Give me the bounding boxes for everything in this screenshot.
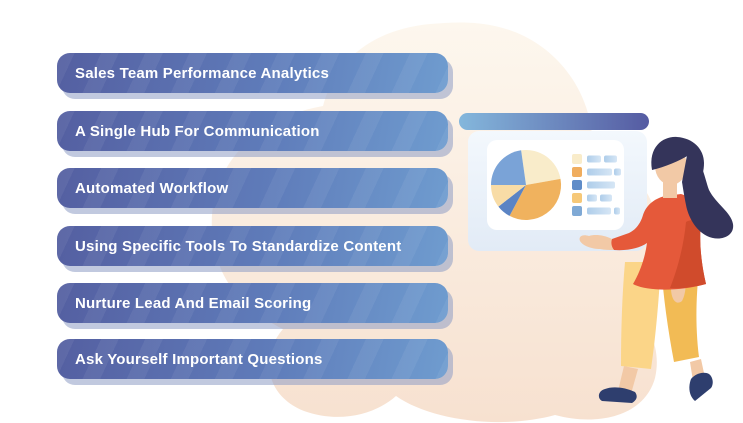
legend-bar — [587, 194, 597, 202]
legend-bar — [587, 207, 611, 215]
banner-label: Using Specific Tools To Standardize Cont… — [75, 237, 402, 255]
legend-bar — [614, 168, 621, 176]
legend-bar — [587, 168, 612, 176]
woman-hair-back — [682, 150, 734, 239]
pie-slice-cream — [521, 149, 561, 185]
legend-row — [572, 193, 612, 203]
pie-slice-orange — [509, 178, 562, 220]
pie-slice-light-amber — [490, 185, 526, 207]
legend-bar — [604, 155, 617, 163]
pie-chart — [490, 149, 562, 220]
woman-hair-top — [651, 136, 704, 182]
banner-item-4: Using Specific Tools To Standardize Cont… — [57, 226, 448, 266]
legend-chip — [572, 154, 582, 164]
legend-bar — [600, 194, 612, 202]
legend-row — [572, 206, 620, 216]
woman-top-shade — [670, 220, 706, 289]
chart-legend — [572, 154, 621, 216]
legend-chip — [572, 167, 582, 177]
banner-label: Sales Team Performance Analytics — [75, 64, 330, 82]
banner-label: Automated Workflow — [75, 179, 229, 197]
banner-item-3: Automated Workflow — [57, 168, 448, 208]
banner-item-1: Sales Team Performance Analytics — [57, 53, 448, 93]
banner-label: Nurture Lead And Email Scoring — [75, 294, 312, 312]
woman-figure — [579, 136, 734, 403]
legend-row — [572, 180, 615, 190]
presentation-board — [459, 113, 649, 251]
banner-item-6: Ask Yourself Important Questions — [57, 339, 448, 379]
legend-chip — [572, 193, 582, 203]
board-top-bar — [459, 113, 649, 130]
woman-ankle-front — [618, 366, 638, 394]
banner-label: Ask Yourself Important Questions — [75, 350, 323, 368]
pie-slice-blue — [490, 150, 526, 185]
legend-chip — [572, 180, 582, 190]
legend-row — [572, 167, 621, 177]
legend-bar — [614, 207, 620, 215]
legend-bar — [587, 181, 615, 189]
woman-shoe-back — [689, 372, 713, 401]
banner-label: A Single Hub For Communication — [75, 122, 320, 140]
woman-shoe-front — [598, 387, 637, 403]
banner-item-5: Nurture Lead And Email Scoring — [57, 283, 448, 323]
pie-slice-dark-blue — [498, 185, 526, 216]
banner-item-2: A Single Hub For Communication — [57, 111, 448, 151]
woman-hand-extended — [579, 235, 614, 250]
legend-chip — [572, 206, 582, 216]
legend-row — [572, 154, 617, 164]
legend-bar — [587, 155, 601, 163]
